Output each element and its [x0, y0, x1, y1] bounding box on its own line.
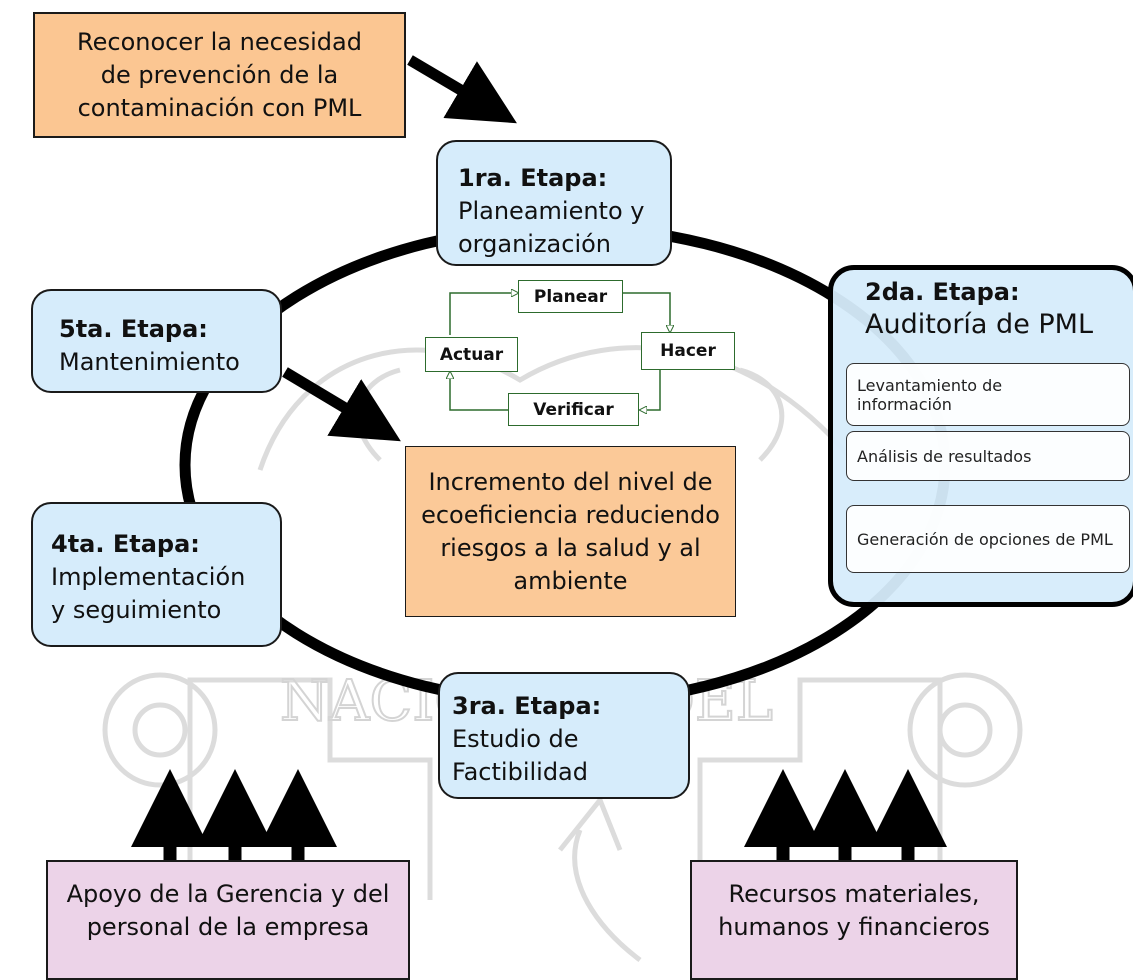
stage-4-box: 4ta. Etapa: Implementación y seguimiento [31, 502, 282, 647]
resources-text: Recursos materiales, humanos y financier… [718, 880, 990, 941]
pdca-plan: Planear [518, 280, 623, 313]
resource-arrows-right [744, 769, 947, 860]
arrow-to-stage1 [407, 55, 517, 124]
seal-right-circle [907, 672, 1023, 788]
pdca-do: Hacer [641, 332, 735, 370]
stage-3-title: 3ra. Etapa: [452, 692, 602, 720]
outcome-box: Incremento del nivel de ecoeficiencia re… [405, 446, 736, 617]
outcome-text: Incremento del nivel de ecoeficiencia re… [421, 467, 720, 595]
stage-5-title: 5ta. Etapa: [59, 315, 208, 343]
seal-arc [257, 345, 862, 472]
seal-figure [558, 795, 642, 962]
stage-1-title: 1ra. Etapa: [458, 164, 608, 192]
seal-right-inner [937, 702, 993, 758]
stage-1-name: Planeamiento y organización [458, 197, 645, 258]
stage-2-item-3: Generación de opciones de PML [846, 505, 1130, 573]
management-support-text: Apoyo de la Gerencia y del personal de l… [66, 880, 390, 941]
seal-building-left [187, 677, 433, 900]
stage-4-title: 4ta. Etapa: [51, 530, 200, 558]
stage-4-name: Implementación y seguimiento [51, 563, 246, 624]
seal-left-inner [132, 702, 188, 758]
pdca-connectors [450, 293, 670, 410]
recognition-box: Reconocer la necesidad de prevención de … [33, 12, 406, 138]
recognition-text: Reconocer la necesidad de prevención de … [77, 27, 362, 122]
pdca-check: Verificar [508, 393, 639, 426]
stage-2-title: 2da. Etapa: [865, 278, 1020, 306]
stage-5-box: 5ta. Etapa: Mantenimiento [31, 289, 282, 393]
stage-3-box: 3ra. Etapa: Estudio de Factibilidad [438, 672, 690, 799]
stage-5-name: Mantenimiento [59, 348, 240, 376]
support-arrows-left [131, 769, 337, 860]
management-support-box: Apoyo de la Gerencia y del personal de l… [46, 860, 410, 980]
stage-2-item-1: Levantamiento de información [846, 363, 1130, 426]
stage-2-item-2: Análisis de resultados [846, 431, 1130, 481]
arrow-to-center [282, 367, 401, 442]
resources-box: Recursos materiales, humanos y financier… [690, 860, 1018, 980]
stage-2-name: Auditoría de PML [865, 309, 1094, 340]
stage-3-name: Estudio de Factibilidad [452, 725, 588, 786]
seal-building-right [697, 677, 943, 900]
pdca-act: Actuar [425, 337, 518, 372]
stage-1-box: 1ra. Etapa: Planeamiento y organización [436, 140, 672, 266]
